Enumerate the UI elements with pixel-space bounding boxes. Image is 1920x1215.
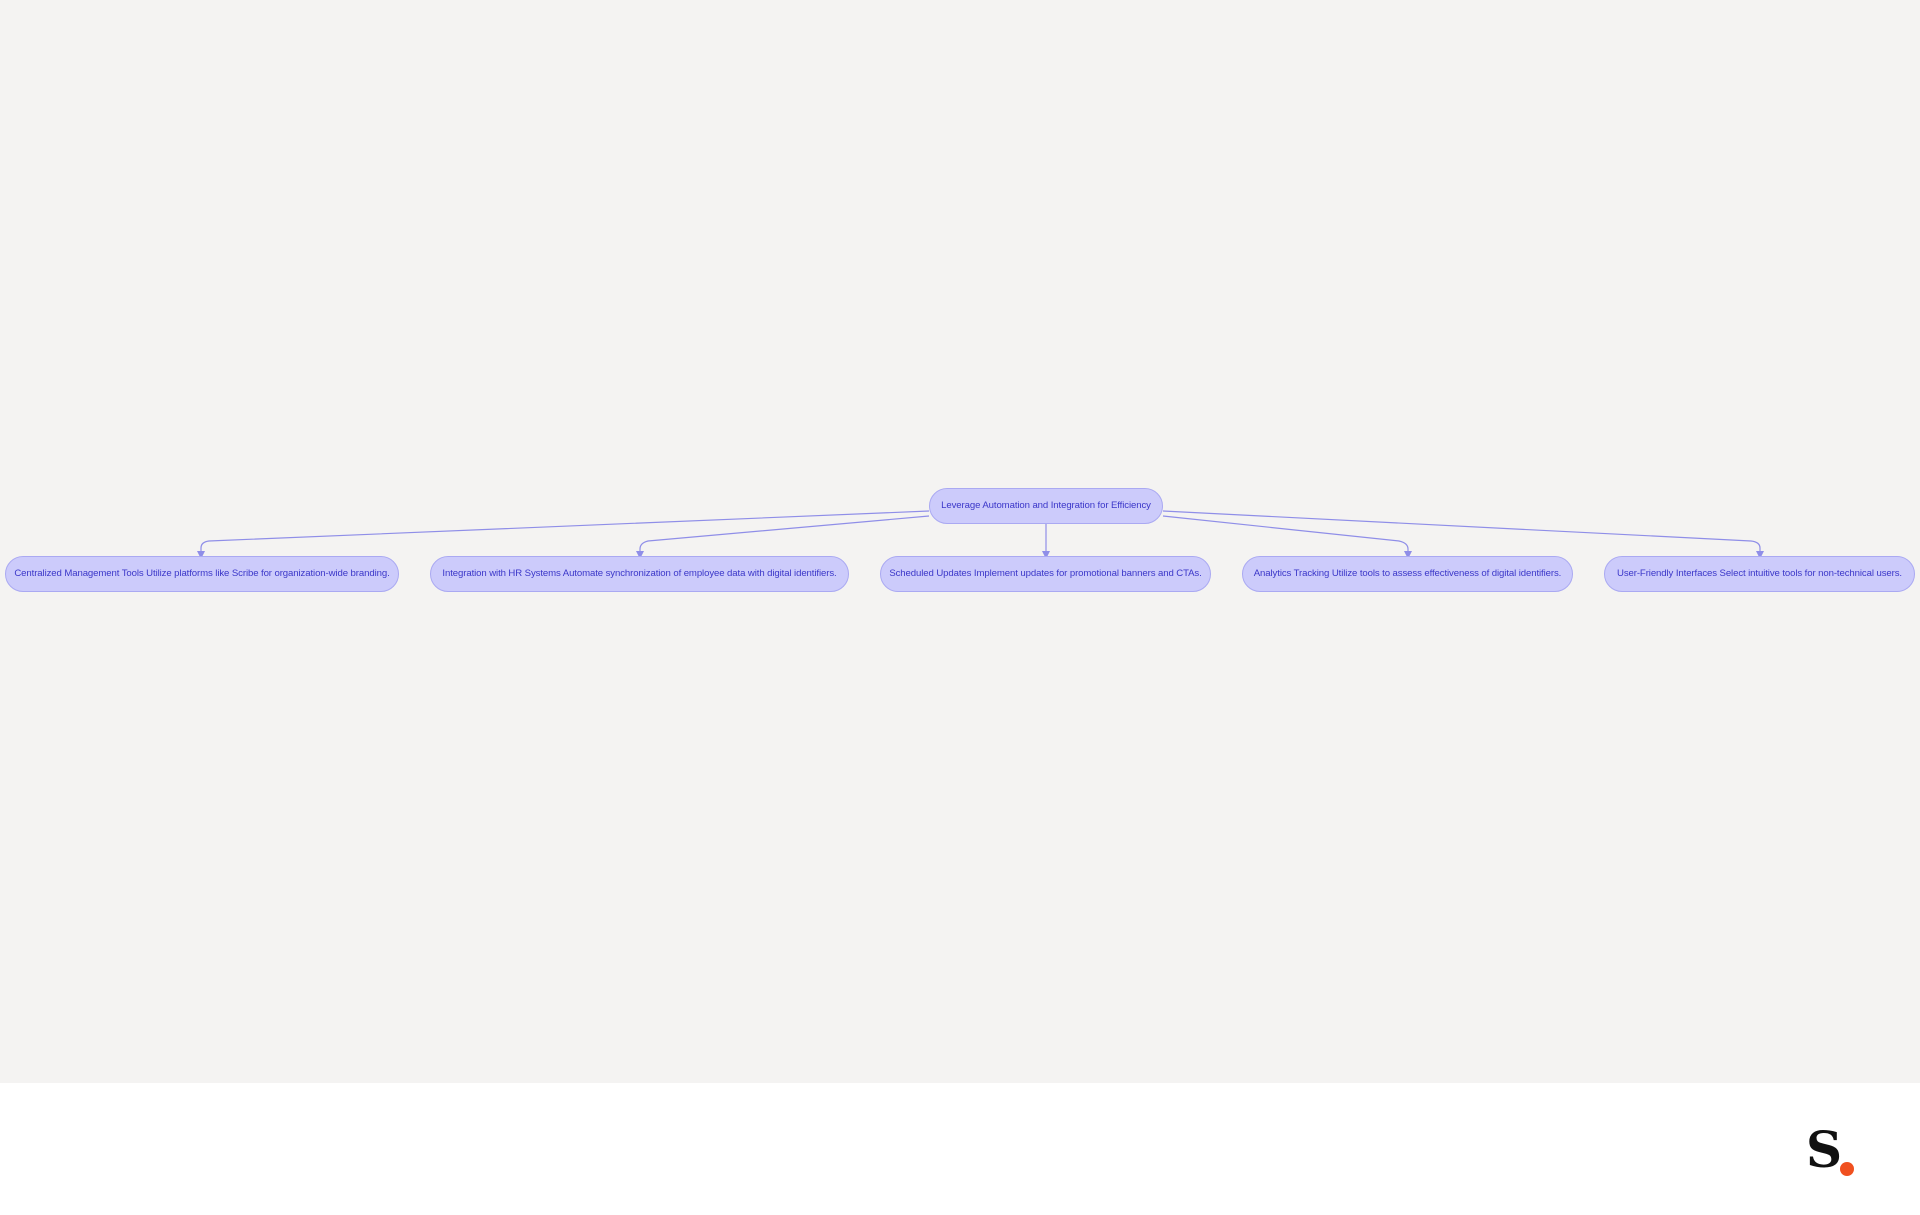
child-node-user-friendly-interfaces[interactable]: User-Friendly Interfaces Select intuitiv… — [1604, 556, 1915, 592]
child-node-analytics-tracking[interactable]: Analytics Tracking Utilize tools to asse… — [1242, 556, 1573, 592]
footer-bar — [0, 1083, 1920, 1215]
child-node-centralized-management[interactable]: Centralized Management Tools Utilize pla… — [5, 556, 399, 592]
edge-root-to-child-4 — [1162, 510, 1764, 559]
root-node[interactable]: Leverage Automation and Integration for … — [929, 488, 1163, 524]
diagram-canvas: Leverage Automation and Integration for … — [0, 0, 1920, 1083]
logo-letter: S — [1806, 1120, 1843, 1179]
edges-layer — [197, 510, 1764, 559]
brand-logo: S — [1806, 1122, 1862, 1178]
logo-dot-icon — [1840, 1162, 1854, 1176]
edge-root-to-child-3 — [1162, 515, 1412, 559]
edge-root-to-child-1 — [636, 515, 930, 559]
child-node-hr-integration[interactable]: Integration with HR Systems Automate syn… — [430, 556, 849, 592]
edge-root-to-child-0 — [197, 510, 930, 559]
child-node-scheduled-updates[interactable]: Scheduled Updates Implement updates for … — [880, 556, 1211, 592]
